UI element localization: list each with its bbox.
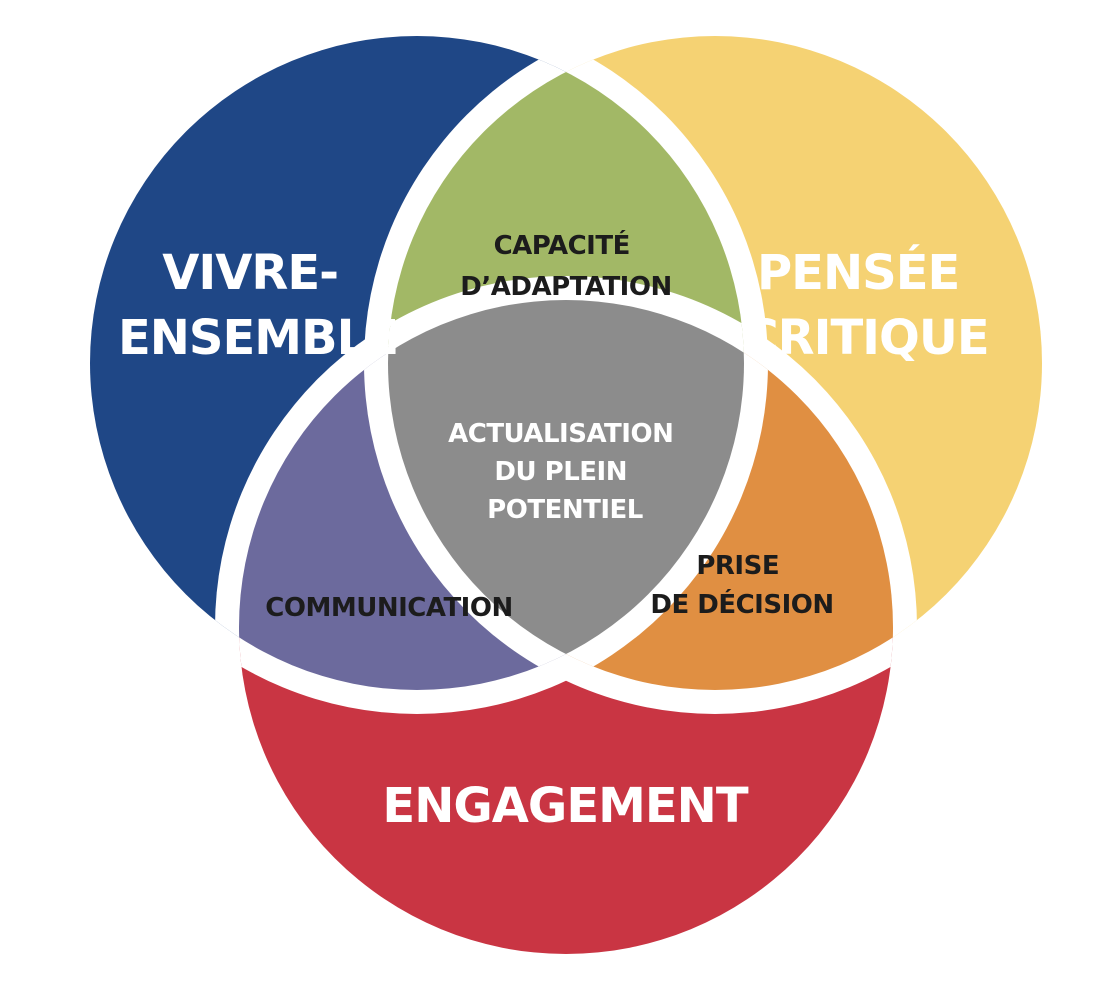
label-prise-decision: PRISE DE DÉCISION bbox=[650, 551, 833, 620]
label-communication: COMMUNICATION bbox=[265, 593, 512, 623]
label-vivre-ensemble: VIVRE- ENSEMBLE bbox=[118, 245, 398, 366]
label-engagement: ENGAGEMENT bbox=[382, 778, 748, 834]
label-pensee-critique: PENSÉE CRITIQUE bbox=[743, 244, 988, 366]
label-capacite-adaptation: CAPACITÉ D’ADAPTATION bbox=[460, 229, 671, 302]
label-actualisation: ACTUALISATION DU PLEIN POTENTIEL bbox=[448, 419, 682, 525]
